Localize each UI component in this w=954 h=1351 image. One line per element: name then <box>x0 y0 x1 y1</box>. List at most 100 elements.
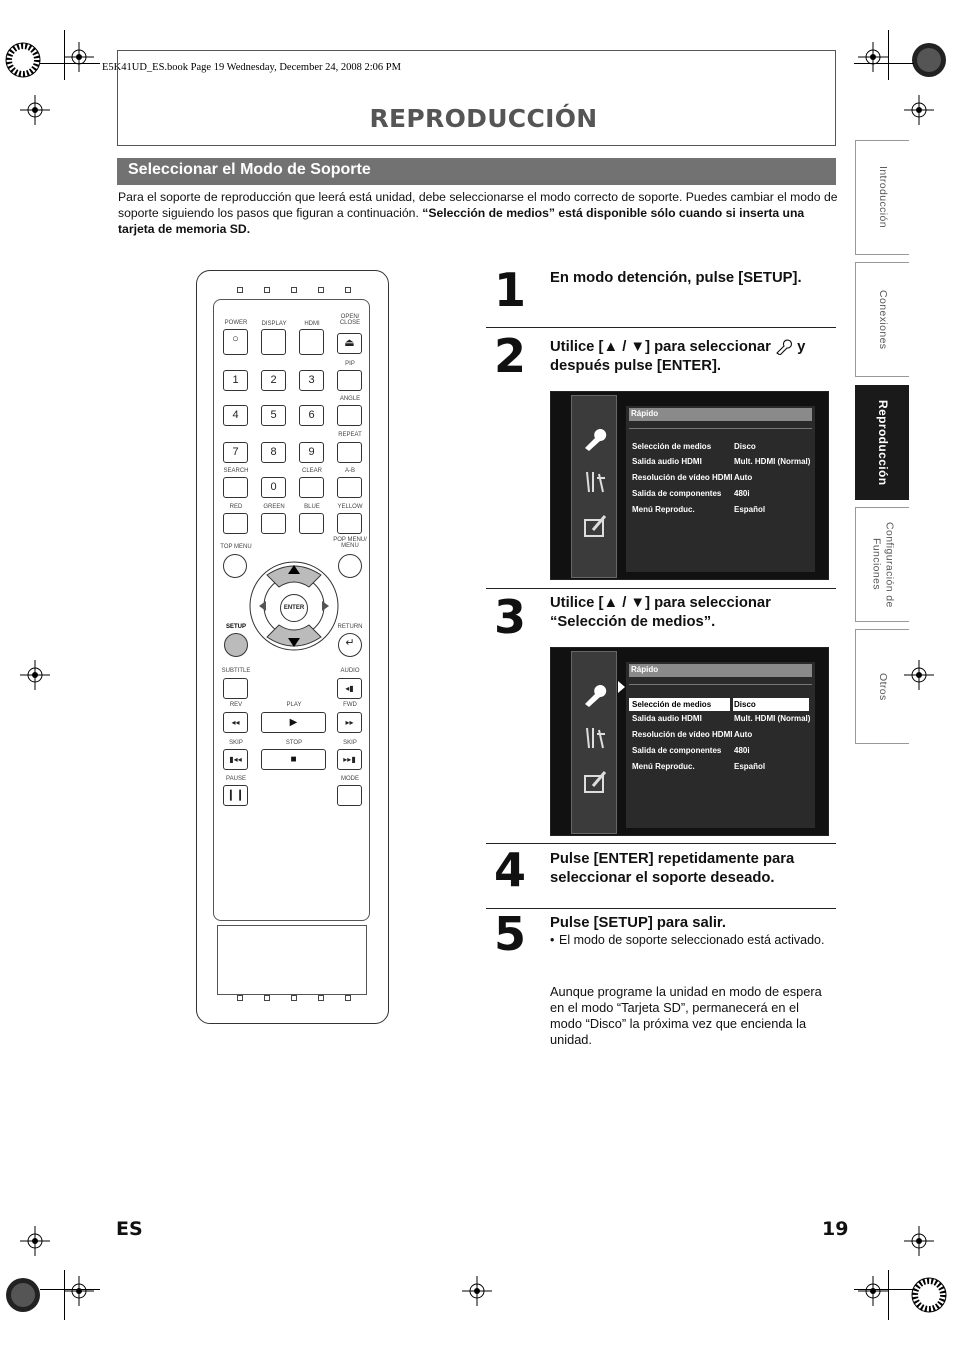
display-button[interactable] <box>261 329 286 355</box>
pop-menu-label: POP MENU/ MENU <box>333 537 367 549</box>
step-number: 4 <box>494 843 527 897</box>
mode-button[interactable] <box>337 785 362 806</box>
file-info: E5K41UD_ES.book Page 19 Wednesday, Decem… <box>102 62 401 73</box>
side-tab-otros[interactable]: Otros <box>855 629 909 744</box>
pip-label: PIP <box>345 361 355 367</box>
osd-row-key: Salida de componentes <box>632 489 722 498</box>
play-label: PLAY <box>286 702 302 708</box>
wrench-icon <box>775 339 793 356</box>
step-divider <box>486 908 836 909</box>
clear-button[interactable] <box>299 477 324 498</box>
digit-7-button[interactable]: 7 <box>223 442 248 463</box>
osd-row-key: Menú Reproduc. <box>632 762 695 771</box>
pip-button[interactable] <box>337 370 362 391</box>
digit-1-button[interactable]: 1 <box>223 370 248 391</box>
pop-menu-button[interactable] <box>338 554 362 578</box>
osd-row-key: Resolución de vídeo HDMI <box>632 473 733 482</box>
digit-0-button[interactable]: 0 <box>261 477 286 498</box>
digit-3-button[interactable]: 3 <box>299 370 324 391</box>
repeat-button[interactable] <box>337 442 362 463</box>
open-close-button[interactable]: ⏏ <box>337 333 362 354</box>
rev-label: REV <box>229 702 243 708</box>
step-2-text: Utilice [▲ / ▼] para seleccionar y despu… <box>550 338 835 376</box>
digit-4-button[interactable]: 4 <box>223 405 248 426</box>
step-4-text: Pulse [ENTER] repetidamente para selecci… <box>550 851 795 886</box>
remote-bottom-panel <box>217 925 367 995</box>
audio-label: AUDIO <box>340 668 360 674</box>
crop-mark <box>888 1270 889 1320</box>
remote-led <box>345 287 351 293</box>
side-tab-introduccion[interactable]: Introducción <box>855 140 909 255</box>
osd-row-key: Selección de medios <box>632 442 712 451</box>
hdmi-button[interactable] <box>299 329 324 355</box>
osd-row-key: Salida audio HDMI <box>632 714 702 723</box>
pause-button[interactable]: ❙❙ <box>223 785 248 806</box>
hdmi-label: HDMI <box>304 321 320 327</box>
digit-8-button[interactable]: 8 <box>261 442 286 463</box>
osd-row-value: Mult. HDMI (Normal) <box>734 457 811 466</box>
side-tab-configuracion[interactable]: Configuración de Funciones <box>855 507 909 622</box>
skip-back-label: SKIP <box>229 740 243 746</box>
intro-bold-text: “Selección de medios” está disponible só… <box>118 205 805 236</box>
setup-button[interactable] <box>224 633 248 657</box>
edit-icon <box>581 512 609 540</box>
subtitle-label: SUBTITLE <box>221 668 251 674</box>
side-tab-conexiones[interactable]: Conexiones <box>855 262 909 377</box>
digit-9-button[interactable]: 9 <box>299 442 324 463</box>
step-number: 1 <box>494 263 527 317</box>
step-number: 5 <box>494 907 527 961</box>
red-button[interactable] <box>223 513 248 534</box>
yellow-button[interactable] <box>337 513 362 534</box>
audio-button[interactable]: ◂▮ <box>337 678 362 699</box>
step-5-text: Pulse [SETUP] para salir. <box>550 915 726 931</box>
top-menu-button[interactable] <box>223 554 247 578</box>
osd-row-key: Menú Reproduc. <box>632 505 695 514</box>
skip-fwd-button[interactable]: ▸▸▮ <box>337 749 362 770</box>
skip-back-button[interactable]: ▮◂◂ <box>223 749 248 770</box>
osd-header: Rápido <box>629 664 812 677</box>
side-tab-label: Reproducción <box>876 399 890 486</box>
side-tab-label: Configuración de Funciones <box>870 521 896 608</box>
play-button[interactable]: ▶ <box>261 712 326 733</box>
ab-button[interactable] <box>337 477 362 498</box>
digit-5-button[interactable]: 5 <box>261 405 286 426</box>
power-button[interactable]: ○ <box>223 329 248 355</box>
crop-mark <box>64 30 65 80</box>
osd-row-value: Disco <box>734 700 756 709</box>
crosshair-mark <box>20 1226 50 1256</box>
remote-led <box>291 995 297 1001</box>
crop-mark <box>64 1270 65 1320</box>
stop-label: STOP <box>285 740 303 746</box>
osd-highlight <box>629 698 730 711</box>
subtitle-button[interactable] <box>223 678 248 699</box>
return-button[interactable]: ↵ <box>338 633 362 657</box>
crop-mark <box>40 1289 100 1290</box>
digit-2-button[interactable]: 2 <box>261 370 286 391</box>
osd-row-value: Auto <box>734 473 753 482</box>
remote-led <box>264 287 270 293</box>
rev-button[interactable]: ◂◂ <box>223 712 248 733</box>
digit-6-button[interactable]: 6 <box>299 405 324 426</box>
search-button[interactable] <box>223 477 248 498</box>
side-tab-label: Introducción <box>877 166 889 229</box>
side-tab-reproduccion[interactable]: Reproducción <box>855 385 909 500</box>
osd-sidebar <box>571 395 617 578</box>
crosshair-mark <box>904 95 934 125</box>
bullet-text: El modo de soporte seleccionado está act… <box>559 933 825 947</box>
search-label: SEARCH <box>223 468 249 474</box>
osd-row: Menú Reproduc.Español <box>629 503 812 516</box>
step-number: 3 <box>494 590 527 644</box>
fwd-button[interactable]: ▸▸ <box>337 712 362 733</box>
stop-button[interactable]: ■ <box>261 749 326 770</box>
enter-button[interactable]: ENTER <box>280 594 308 622</box>
blue-button[interactable] <box>299 513 324 534</box>
blue-label: BLUE <box>304 504 320 510</box>
open-close-label: OPEN/ CLOSE <box>339 314 361 326</box>
angle-button[interactable] <box>337 405 362 426</box>
green-button[interactable] <box>261 513 286 534</box>
